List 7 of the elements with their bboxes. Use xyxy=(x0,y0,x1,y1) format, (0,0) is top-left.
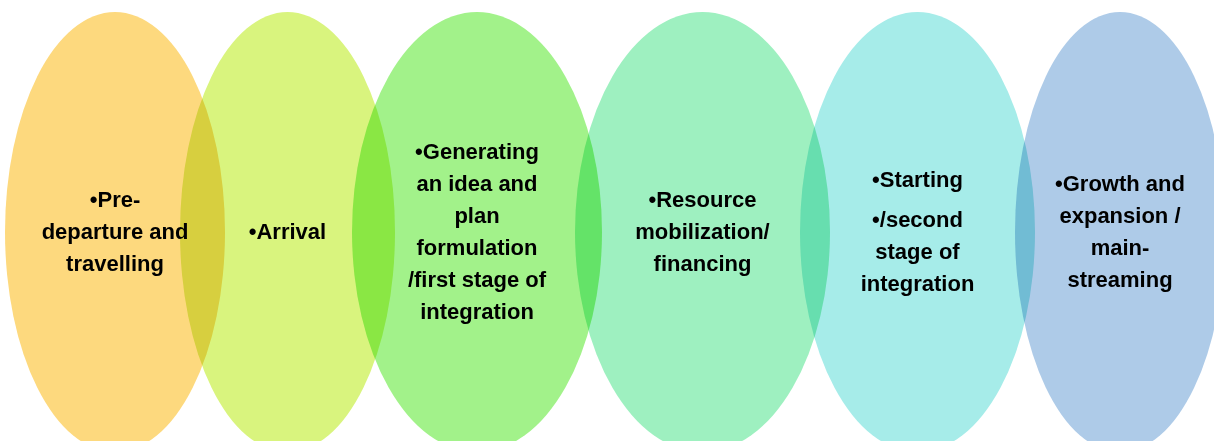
stage-text: •Resource mobilization/ financing xyxy=(634,186,771,278)
stage-text: •Arrival xyxy=(247,218,328,246)
stage-text: •/second stage of integration xyxy=(859,206,976,298)
stage-text: •Pre-departure and travelling xyxy=(40,186,190,278)
stage-text: •Generating an idea and plan formulation /first stage of integration xyxy=(406,138,548,326)
stage-text: •Starting xyxy=(871,166,964,194)
stage-text: •Growth and expansion / main-streaming xyxy=(1054,170,1186,294)
